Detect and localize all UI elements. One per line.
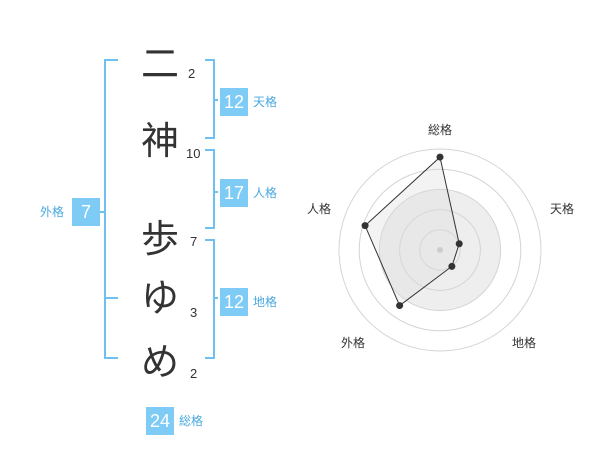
radar-point-2	[455, 240, 463, 248]
radar-series-polygon	[364, 156, 460, 307]
name-char-5: め	[140, 340, 179, 384]
gaikaku-value: 7	[72, 198, 100, 226]
jinkaku-value: 17	[220, 179, 248, 207]
name-char-1: 二	[140, 42, 179, 86]
stroke-count-2: 10	[186, 146, 201, 161]
name-char-2: 神	[140, 119, 179, 163]
stroke-count-5: 2	[190, 366, 198, 381]
radar-point-1	[436, 153, 444, 161]
radar-ring-5	[338, 148, 542, 352]
stroke-count-1: 2	[188, 66, 196, 81]
jinkaku-label: 人格	[253, 186, 278, 200]
stroke-count-4: 3	[190, 305, 198, 320]
radar-axis-label-gaikaku: 外格	[341, 336, 366, 350]
radar-axis-label-soukaku: 総格	[428, 123, 453, 137]
soukaku-value: 24	[146, 407, 174, 435]
radar-axis-label-jinkaku: 人格	[307, 202, 332, 216]
tenkaku-label: 天格	[253, 95, 278, 109]
radar-ring-4	[358, 168, 522, 332]
tenkaku-value: 12	[220, 88, 248, 116]
chikaku-label: 地格	[253, 295, 278, 309]
radar-axis-label-chikaku: 地格	[512, 336, 537, 350]
radar-ring-1	[419, 229, 461, 271]
gaikaku-label: 外格	[40, 205, 65, 219]
jinkaku-bracket	[205, 149, 215, 229]
radar-center-point	[437, 247, 443, 253]
radar-ring-2	[399, 209, 481, 291]
radar-axis-label-tenkaku: 天格	[550, 202, 575, 216]
soukaku-label: 総格	[179, 414, 204, 428]
radar-point-4	[396, 302, 404, 310]
radar-point-5	[361, 222, 369, 230]
radar-point-3	[448, 262, 456, 270]
name-char-4: ゆ	[140, 276, 179, 320]
gaikaku-bracket	[104, 59, 118, 359]
stroke-count-3: 7	[190, 234, 198, 249]
name-char-3: 歩	[140, 217, 179, 261]
chikaku-value: 12	[220, 288, 248, 316]
